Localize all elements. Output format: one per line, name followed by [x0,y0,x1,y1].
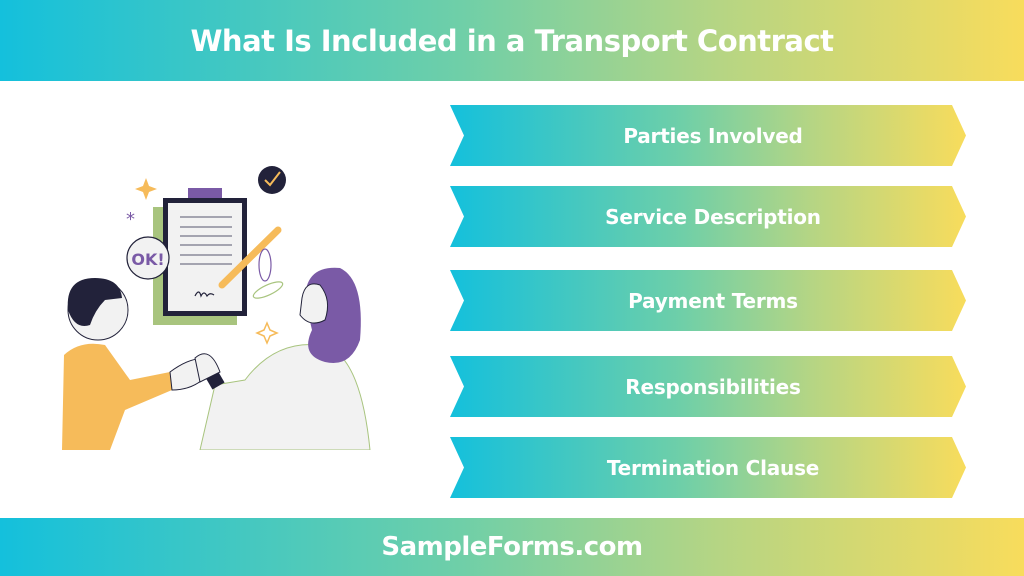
item-responsibilities: Responsibilities [450,356,966,417]
item-parties-involved: Parties Involved [450,105,966,166]
item-label: Termination Clause [606,455,820,480]
pencil-icon [218,226,282,289]
item-label: Responsibilities [625,374,801,399]
sparkle-icon [135,178,157,200]
handshake-illustration: * OK! [50,150,410,451]
brand-name: SampleForms.com [381,532,643,562]
item-label: Parties Involved [623,123,803,148]
item-label: Service Description [605,204,821,229]
page-title: What Is Included in a Transport Contract [190,23,834,58]
item-termination-clause: Termination Clause [450,437,966,498]
svg-text:OK!: OK! [131,250,164,269]
item-label: Payment Terms [628,288,798,313]
asterisk-icon: * [126,209,135,230]
footer-banner: SampleForms.com [0,518,1024,576]
ok-badge [126,236,170,280]
item-payment-terms: Payment Terms [450,270,966,331]
title-banner: What Is Included in a Transport Contract [0,0,1024,81]
item-service-description: Service Description [450,186,966,247]
check-circle-icon [258,166,286,194]
